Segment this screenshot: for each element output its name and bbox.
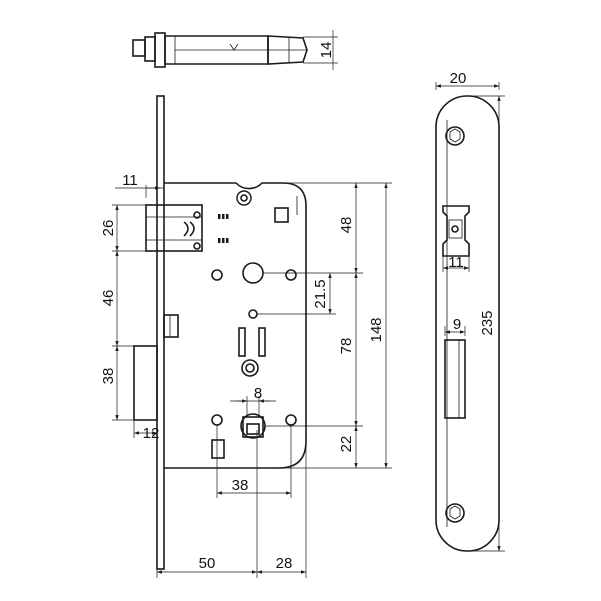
latch-bolt-top-view: [132, 32, 308, 68]
dim-11-top-label: 11: [122, 172, 138, 189]
dim-12-label: 12: [143, 425, 160, 442]
dimension-235: 235: [470, 95, 505, 552]
dimension-11-plate: 11: [442, 254, 470, 272]
dim-20-label: 20: [450, 70, 467, 87]
dim-148-label: 148: [368, 317, 385, 342]
dim-235-label: 235: [479, 310, 496, 335]
dimension-38-bottom: 38: [216, 425, 292, 498]
dim-48-label: 48: [338, 217, 355, 234]
dim-8-label: 8: [254, 385, 262, 402]
dimension-50-28: 50 28: [156, 430, 307, 578]
dim-14-label: 14: [318, 42, 335, 59]
dim-46-label: 46: [100, 290, 117, 307]
dimension-12: 12: [133, 420, 160, 442]
dimension-20: 20: [435, 70, 500, 90]
dim-38-left-label: 38: [100, 368, 117, 385]
dimension-9: 9: [444, 316, 466, 336]
dimension-21-5: 21.5: [257, 273, 336, 315]
dim-50-label: 50: [199, 555, 216, 572]
dimension-148: 148: [363, 182, 392, 469]
dimension-78: 78: [265, 273, 363, 427]
dim-9-label: 9: [453, 316, 461, 333]
dim-28-label: 28: [276, 555, 293, 572]
dim-78-label: 78: [338, 338, 355, 355]
dim-11-plate-label: 11: [448, 254, 464, 271]
dim-21-5-label: 21.5: [312, 279, 329, 308]
dimension-8: 8: [230, 385, 276, 417]
dim-22-label: 22: [338, 436, 355, 453]
dim-26-label: 26: [100, 220, 117, 237]
dimension-26: 26: [100, 204, 146, 252]
dim-38-bottom-label: 38: [232, 477, 249, 494]
faceplate-front-view: [435, 95, 500, 552]
dimension-46: 46: [100, 251, 134, 347]
dimension-38-left: 38: [100, 346, 134, 421]
lock-body-side-view: [133, 95, 307, 570]
dimension-22: 22: [279, 426, 363, 469]
dimension-48: 48: [263, 182, 363, 274]
dimension-14: 14: [303, 30, 338, 70]
dimension-11-top: 11: [115, 172, 165, 198]
